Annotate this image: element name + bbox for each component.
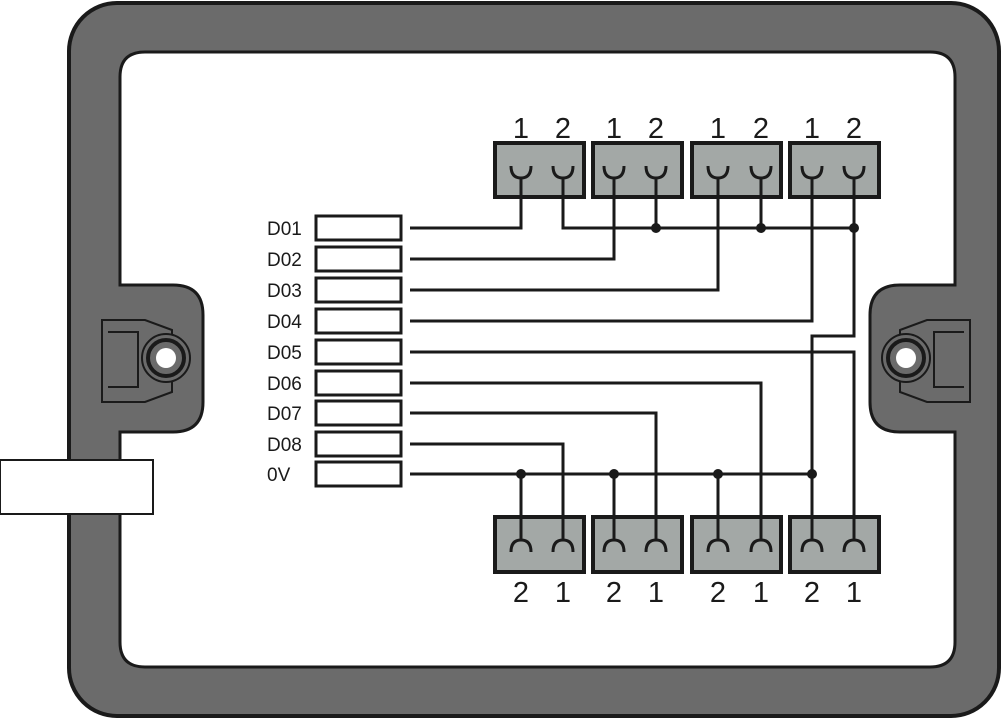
terminal-d05: D05: [267, 338, 403, 366]
terminal-block: [314, 399, 403, 427]
terminal-label: D05: [267, 343, 302, 364]
wire: [410, 442, 565, 540]
pin-label: 1: [846, 577, 862, 609]
right-mounting-lug: [881, 319, 971, 403]
terminal-d03: D03: [267, 276, 403, 304]
left-mounting-lug: [101, 319, 191, 403]
terminal-label: 0V: [267, 465, 291, 486]
wire: [410, 350, 856, 540]
connector-housing: [591, 141, 684, 199]
junction-dot: [651, 223, 661, 233]
pin-label: 1: [513, 113, 529, 145]
pin-label: 1: [606, 113, 622, 145]
wire: [410, 178, 814, 323]
pin-label: 2: [753, 113, 769, 145]
housing-interior: [118, 50, 957, 669]
terminal-d06: D06: [267, 369, 403, 397]
terminal-label: D01: [267, 219, 302, 240]
pin-label: 1: [555, 577, 571, 609]
pin-label: 1: [648, 577, 664, 609]
pin-label: 2: [555, 113, 571, 145]
pin-label: 2: [846, 113, 862, 145]
pin-label: 1: [753, 577, 769, 609]
connector-housing: [591, 515, 684, 574]
junction-dot: [756, 223, 766, 233]
screw-hole-icon: [156, 348, 176, 368]
terminal-block: [314, 460, 403, 488]
connector-housing: [493, 515, 586, 574]
terminal-block: [314, 245, 403, 273]
pin-label: 2: [710, 577, 726, 609]
wire: [410, 178, 523, 230]
terminal-d02: D02: [267, 245, 403, 273]
terminal-d08: D08: [267, 430, 403, 458]
pin-label: 1: [804, 113, 820, 145]
terminal-block: [314, 338, 403, 366]
terminal-label: D04: [267, 312, 302, 333]
wire: [410, 178, 616, 261]
wire: [410, 411, 658, 540]
terminal-label: D07: [267, 404, 302, 425]
terminal-0v: 0V: [267, 460, 403, 488]
terminal-label: D06: [267, 374, 302, 395]
connector-housing: [690, 141, 783, 199]
junction-dot: [849, 223, 859, 233]
connector-housing: [690, 515, 783, 574]
terminal-block: [314, 214, 403, 242]
terminal-d01: D01: [267, 214, 403, 242]
pin-label: 2: [513, 577, 529, 609]
terminal-block: [314, 276, 403, 304]
wire: [810, 178, 856, 540]
terminal-block: [314, 430, 403, 458]
terminal-d04: D04: [267, 307, 403, 335]
wire: [410, 381, 763, 540]
terminal-d07: D07: [267, 399, 403, 427]
screw-hole-icon: [896, 348, 916, 368]
terminal-label: D08: [267, 435, 302, 456]
pin-label: 2: [804, 577, 820, 609]
pin-label: 2: [606, 577, 622, 609]
junction-dot: [713, 469, 723, 479]
junction-dot: [807, 469, 817, 479]
terminal-label: D03: [267, 281, 302, 302]
pin-label: 2: [648, 113, 664, 145]
junction-dot: [609, 469, 619, 479]
cable-entry: [0, 459, 154, 515]
connector-housing: [493, 141, 586, 199]
wire: [410, 178, 720, 292]
pin-label: 1: [710, 113, 726, 145]
junction-dot: [516, 469, 526, 479]
terminal-label: D02: [267, 250, 302, 271]
terminal-block: [314, 307, 403, 335]
terminal-block: [314, 369, 403, 397]
